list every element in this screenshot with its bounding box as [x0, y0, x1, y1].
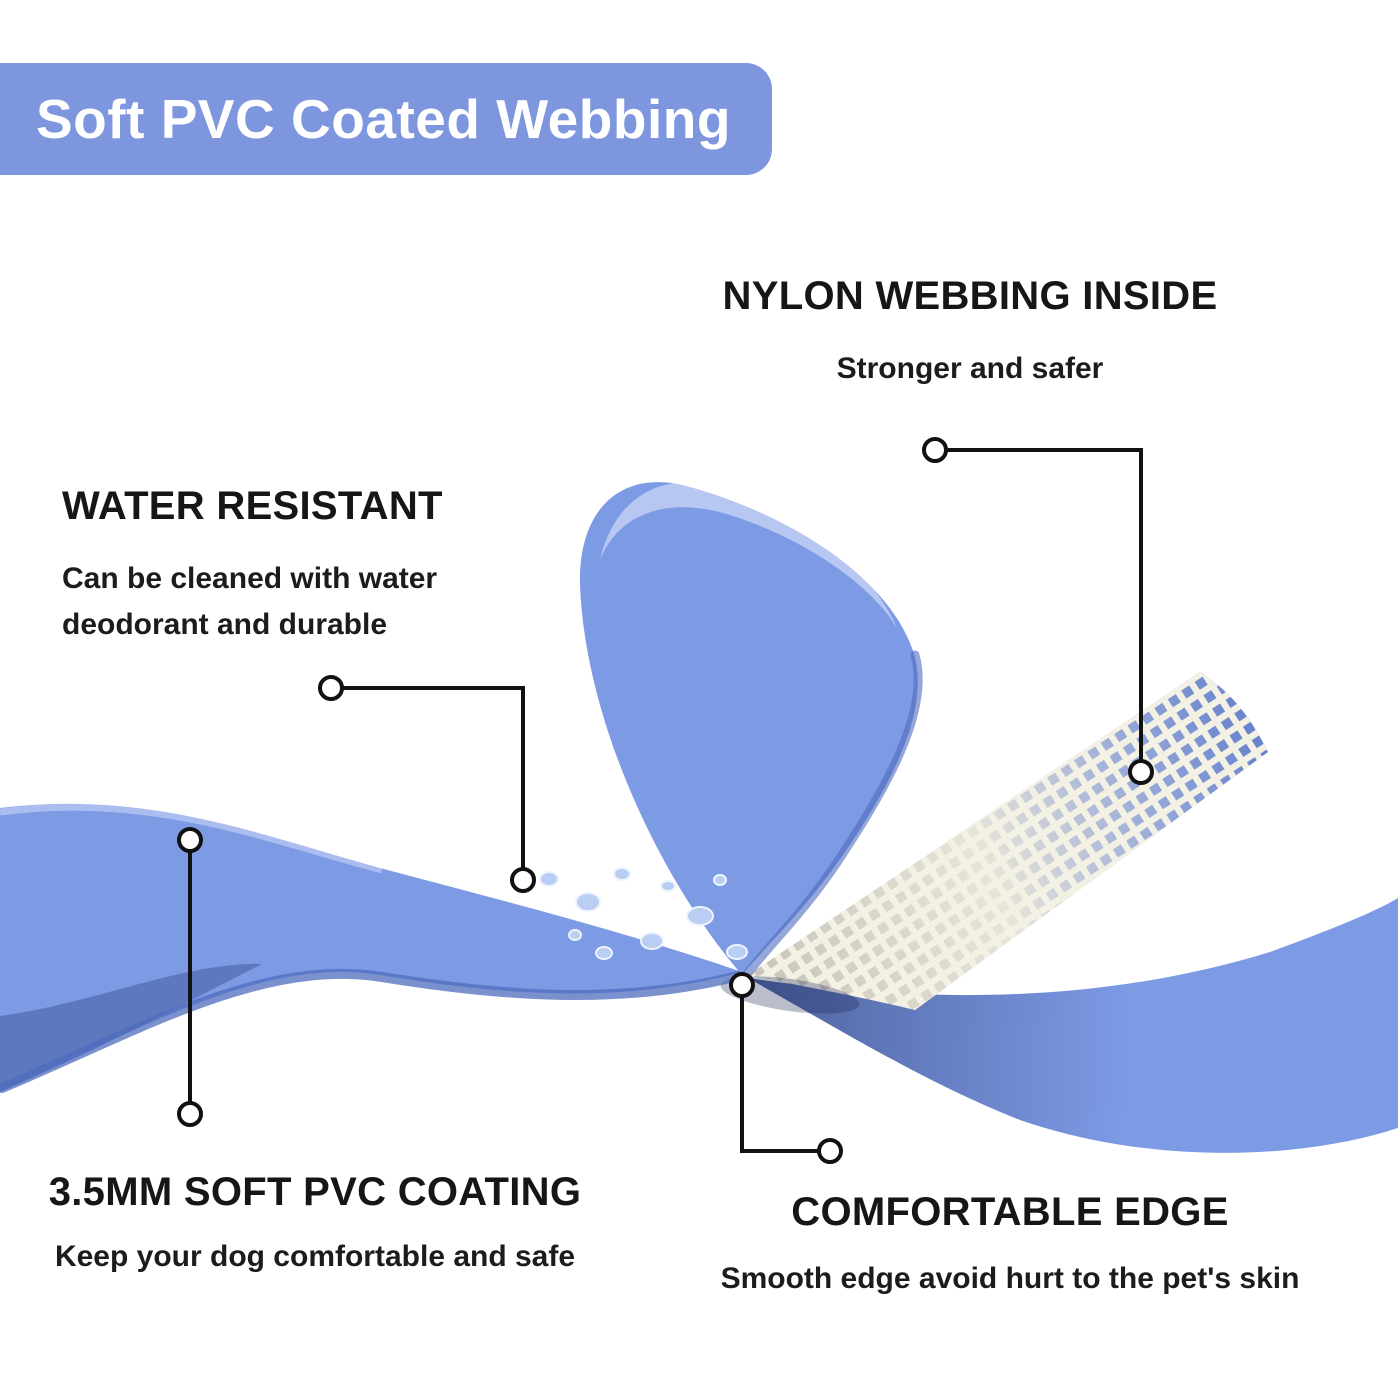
callout-water-subtitle-line1: Can be cleaned with water	[62, 562, 438, 595]
droplet	[539, 871, 559, 887]
droplet	[575, 892, 601, 912]
connector-edge	[729, 972, 843, 1164]
droplet	[713, 874, 727, 886]
callout-nylon-subtitle: Stronger and safer	[836, 352, 1104, 385]
connector-line	[935, 448, 1143, 772]
connector-pvc	[177, 827, 203, 1127]
droplet	[726, 944, 748, 960]
nylon-mesh	[748, 672, 1268, 1010]
strap-left-highlight	[0, 803, 383, 874]
header-banner: Soft PVC Coated Webbing	[0, 63, 772, 175]
strap-sheet	[748, 898, 1398, 1153]
connector-endpoint	[177, 1101, 203, 1127]
droplet	[613, 867, 631, 881]
droplet	[686, 906, 714, 926]
strap-left-edge	[0, 968, 743, 1093]
connector-endpoint	[318, 675, 344, 701]
connector-endpoint	[817, 1138, 843, 1164]
callout-pvc-subtitle: Keep your dog comfortable and safe	[54, 1240, 576, 1273]
connector-line	[740, 985, 830, 1153]
droplet	[595, 946, 613, 960]
water-droplets	[539, 867, 748, 960]
callout-edge-subtitle: Smooth edge avoid hurt to the pet's skin	[720, 1262, 1300, 1295]
droplet	[660, 880, 676, 892]
pinch-shadow	[720, 976, 860, 1014]
connector-water	[318, 675, 536, 893]
strap-left-surface	[0, 803, 742, 1092]
connector-endpoint	[510, 867, 536, 893]
connector-nylon	[922, 437, 1154, 785]
strap-loop-highlight	[600, 482, 898, 630]
connector-endpoint	[922, 437, 948, 463]
mesh-weave	[748, 672, 1268, 1010]
callout-water-subtitle-line2: deodorant and durable	[62, 608, 388, 641]
connector-endpoint	[177, 827, 203, 853]
droplet	[640, 932, 664, 950]
connector-endpoint	[729, 972, 755, 998]
strap-left	[0, 803, 743, 1093]
callout-pvc-title: 3.5MM SOFT PVC COATING	[48, 1170, 582, 1214]
strap-loop-surface	[579, 482, 918, 975]
droplet	[568, 929, 582, 941]
callout-edge-title: COMFORTABLE EDGE	[791, 1190, 1229, 1234]
connector-endpoint	[1128, 759, 1154, 785]
callout-water-title: WATER RESISTANT	[62, 484, 443, 528]
callout-nylon-title: NYLON WEBBING INSIDE	[722, 274, 1218, 318]
strap-loop	[579, 482, 923, 982]
page-title: Soft PVC Coated Webbing	[36, 88, 731, 150]
strap-sheet-shading	[748, 898, 1398, 1153]
connector-line	[331, 686, 525, 880]
strap-loop-edge	[740, 650, 923, 982]
